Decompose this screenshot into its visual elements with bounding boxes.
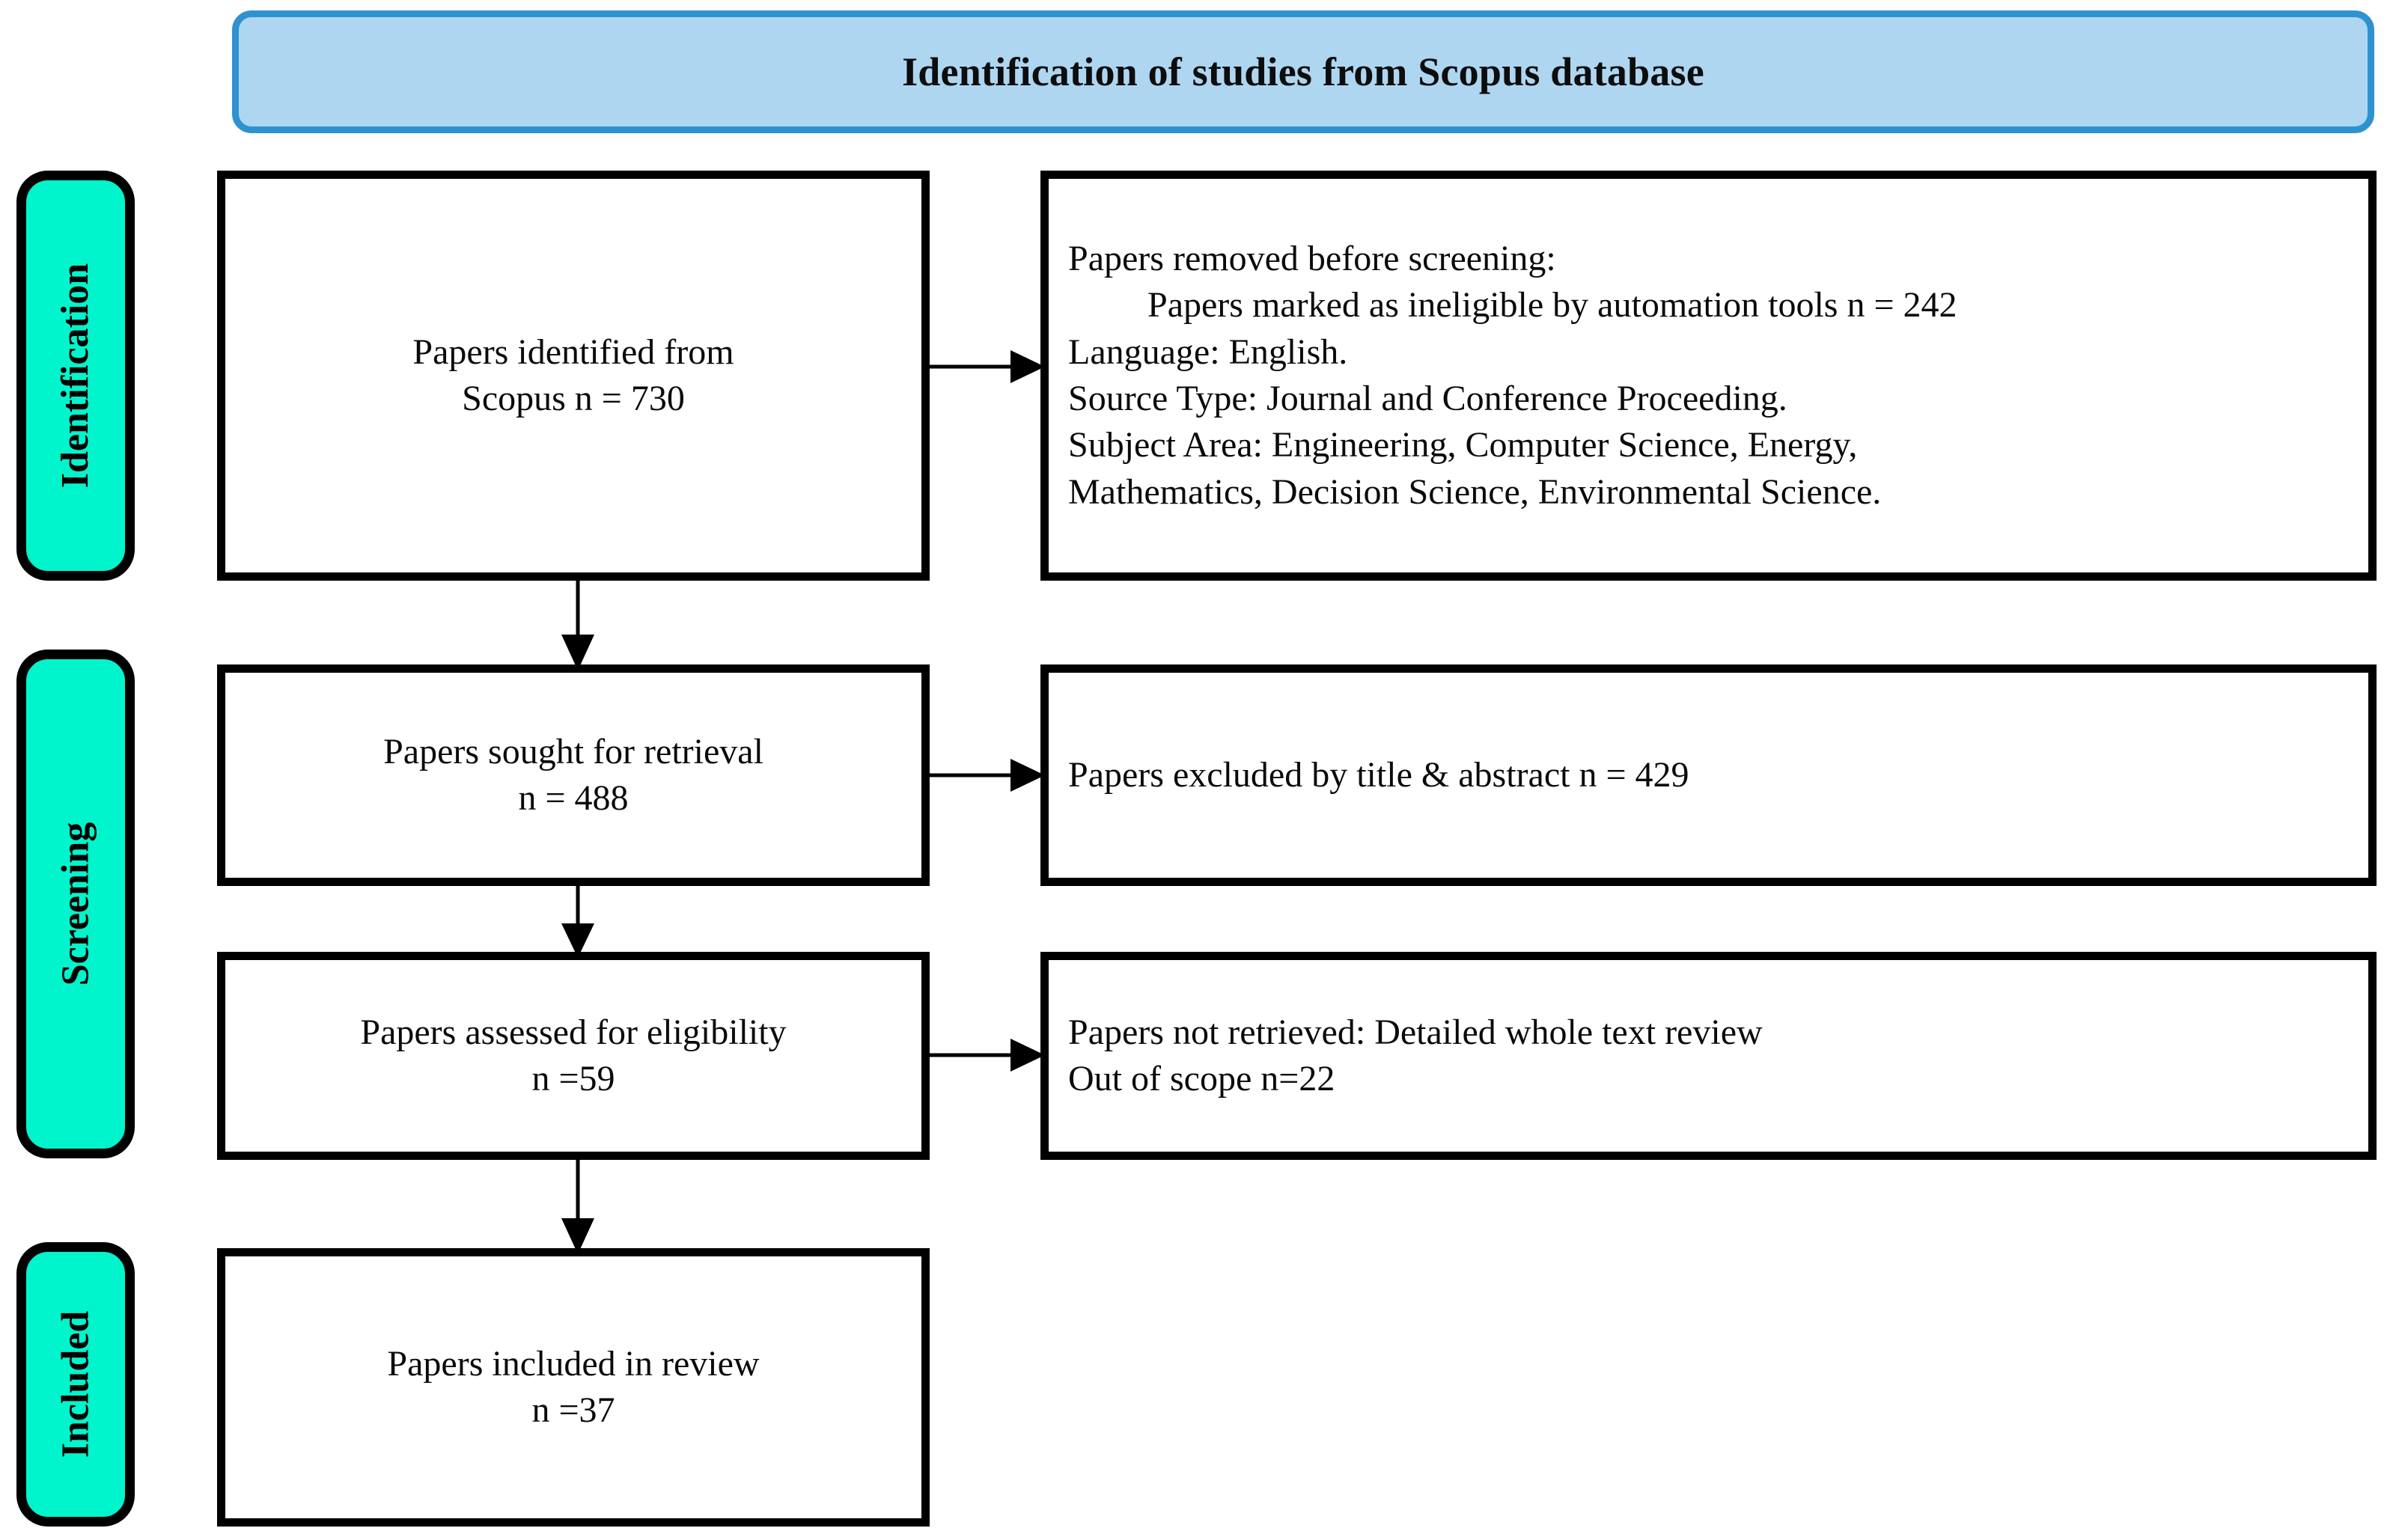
stage-pill-screening: Screening [16,650,135,1158]
node-papers-assessed: Papers assessed for eligibility n =59 [217,952,930,1160]
node-papers-not-retrieved: Papers not retrieved: Detailed whole tex… [1040,952,2377,1160]
stage-label-identification: Identification [54,263,97,489]
node-papers-removed: Papers removed before screening: Papers … [1040,171,2377,581]
stage-pill-included: Included [16,1242,135,1527]
node-papers-assessed-line-1: Papers assessed for eligibility [360,1012,787,1052]
node-papers-assessed-line-2: n =59 [531,1059,615,1099]
node-papers-excluded-line-1: Papers excluded by title & abstract n = … [1068,754,1689,795]
arrow-identified-to-removed-icon [927,344,1045,389]
node-papers-included: Papers included in review n =37 [217,1248,930,1527]
node-papers-removed-line-3: Language: English. [1068,331,1348,372]
node-papers-removed-line-4: Source Type: Journal and Conference Proc… [1068,379,1787,418]
node-papers-identified-line-2: Scopus n = 730 [462,379,685,418]
node-papers-sought: Papers sought for retrieval n = 488 [217,664,930,886]
stage-pill-identification: Identification [16,171,135,581]
node-papers-sought-line-1: Papers sought for retrieval [383,731,763,771]
stage-label-screening: Screening [54,822,97,986]
node-papers-identified-line-1: Papers identified from [412,331,734,372]
arrow-identified-to-sought-icon [555,576,600,670]
node-papers-excluded: Papers excluded by title & abstract n = … [1040,664,2377,886]
node-papers-removed-line-6: Mathematics, Decision Science, Environme… [1068,471,1882,512]
diagram-header-banner: Identification of studies from Scopus da… [232,10,2374,133]
node-papers-included-line-2: n =37 [531,1390,615,1430]
arrow-assessed-to-included-icon [555,1155,600,1254]
node-papers-not-retrieved-line-1: Papers not retrieved: Detailed whole tex… [1068,1012,1763,1052]
arrow-sought-to-excluded-icon [927,753,1045,798]
arrow-assessed-to-not-retrieved-icon [927,1033,1045,1078]
arrow-sought-to-assessed-icon [555,881,600,958]
node-papers-removed-line-2: Papers marked as ineligible by automatio… [1147,285,1957,326]
node-papers-included-line-1: Papers included in review [387,1343,760,1384]
node-papers-identified: Papers identified from Scopus n = 730 [217,171,930,581]
stage-label-included: Included [54,1310,97,1458]
node-papers-not-retrieved-line-2: Out of scope n=22 [1068,1059,1335,1099]
page-title: Identification of studies from Scopus da… [902,49,1704,94]
node-papers-removed-line-5: Subject Area: Engineering, Computer Scie… [1068,425,1858,465]
node-papers-removed-line-1: Papers removed before screening: [1068,238,1556,278]
node-papers-sought-line-2: n = 488 [518,778,629,818]
